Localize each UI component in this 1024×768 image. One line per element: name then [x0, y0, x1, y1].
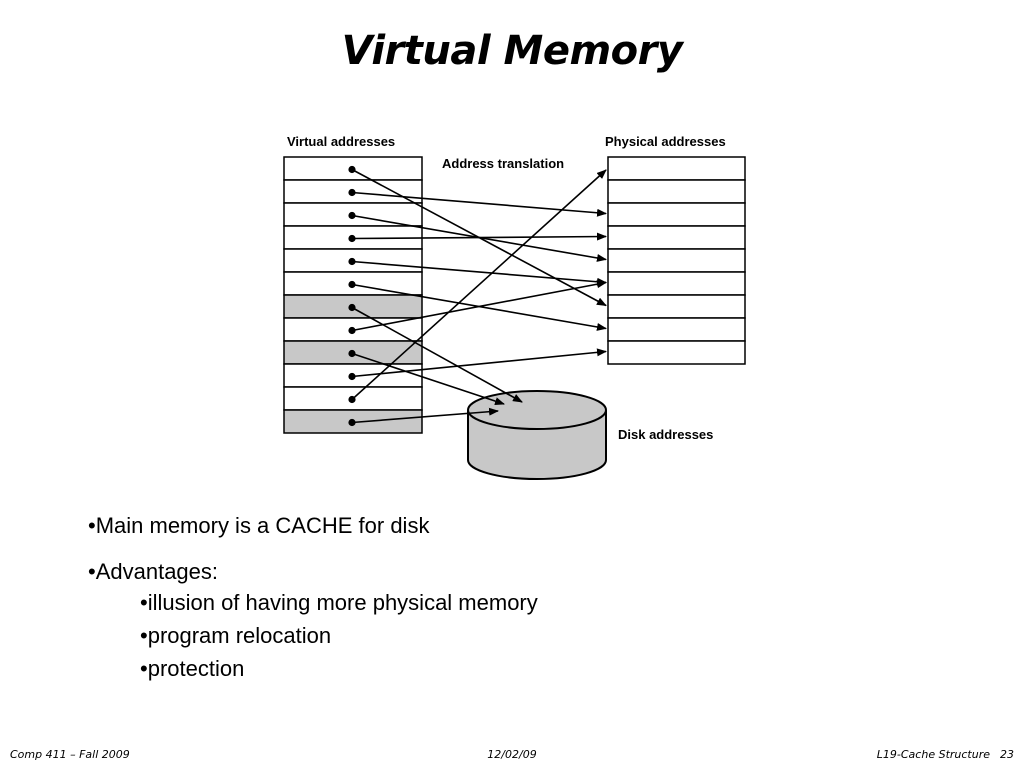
physical-page-cell: [607, 248, 746, 273]
bullet-protection: •protection: [140, 656, 245, 681]
virtual-page-dot: [348, 349, 356, 358]
bullet-advantages: •Advantages:: [88, 559, 219, 584]
physical-page-cell: [607, 225, 746, 250]
slide-title: Virtual Memory: [341, 28, 683, 74]
virtual-addresses-label: Virtual addresses: [287, 134, 395, 149]
virtual-page-dot: [348, 303, 356, 312]
mapping-arrows: [348, 165, 607, 427]
mapping-arrow: [351, 280, 607, 332]
physical-page-cell: [607, 156, 746, 181]
virtual-page-dot: [348, 326, 356, 335]
virtual-page-dot: [348, 418, 356, 427]
mapping-arrow: [351, 352, 505, 405]
virtual-page-table: [283, 156, 423, 434]
virtual-page-dot: [348, 257, 356, 266]
bullet-relocation: •program relocation: [140, 623, 332, 648]
mapping-arrow: [351, 260, 607, 286]
physical-page-cell: [607, 179, 746, 204]
physical-page-cell: [607, 294, 746, 319]
disk-top: [467, 390, 607, 430]
address-translation-diagram: Virtual addresses Address translation Ph…: [283, 134, 746, 480]
footer-date: 12/02/09: [487, 748, 537, 761]
physical-page-cell: [607, 317, 746, 342]
bullet-main-memory: •Main memory is a CACHE for disk: [88, 513, 430, 538]
virtual-page-dot: [348, 165, 356, 174]
disk-cylinder: [467, 390, 607, 480]
physical-page-cell: [607, 202, 746, 227]
physical-page-cell: [607, 271, 746, 296]
address-translation-label: Address translation: [442, 156, 564, 171]
virtual-page-dot: [348, 234, 356, 243]
mapping-arrow: [351, 169, 607, 401]
footer-page-number: 23: [1000, 748, 1014, 761]
footer-course: Comp 411 – Fall 2009: [10, 748, 130, 761]
physical-addresses-label: Physical addresses: [605, 134, 726, 149]
footer-section: L19-Cache Structure 23: [877, 748, 1014, 761]
virtual-page-dot: [348, 280, 356, 289]
virtual-page-dot: [348, 372, 356, 381]
mapping-arrow: [351, 191, 607, 217]
physical-page-table: [607, 156, 746, 365]
virtual-page-dot: [348, 395, 356, 404]
physical-page-cell: [607, 340, 746, 365]
mapping-arrow: [351, 407, 499, 424]
footer-section-title: L19-Cache Structure: [876, 748, 990, 761]
mapping-arrow: [351, 232, 607, 241]
virtual-page-dot: [348, 211, 356, 220]
mapping-arrow: [351, 306, 523, 403]
bullet-illusion: •illusion of having more physical memory: [140, 590, 538, 615]
mapping-arrow: [351, 348, 607, 378]
virtual-page-dot: [348, 188, 356, 197]
disk-addresses-label: Disk addresses: [618, 427, 713, 442]
bullet-list: •Main memory is a CACHE for disk •Advant…: [88, 512, 538, 685]
